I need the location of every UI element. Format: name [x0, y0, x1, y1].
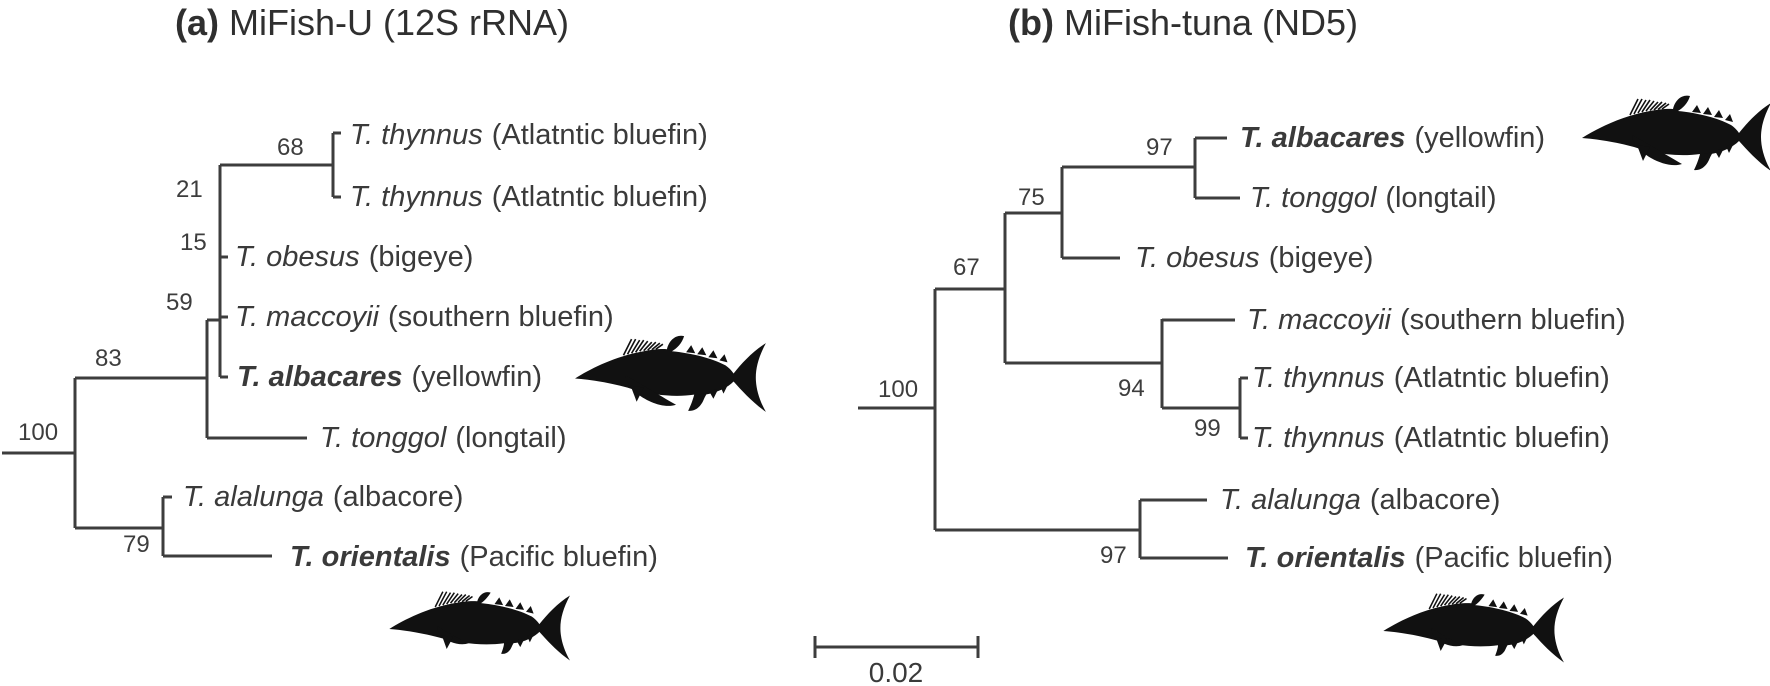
bootstrap-value-b-67: 67 — [953, 254, 980, 281]
bootstrap-value-a-15: 15 — [180, 229, 207, 256]
bootstrap-value-a-21: 21 — [176, 176, 203, 203]
scale-bar — [813, 636, 980, 658]
panel-a-title-text: MiFish-U (12S rRNA) — [229, 2, 570, 43]
bluefin-tuna-silhouette-panel-a — [388, 590, 571, 662]
leaf-label-a-tonggol: T. tonggol(longtail) — [320, 422, 567, 454]
leaf-label-a-thynnus-2: T. thynnus(Atlatntic bluefin) — [350, 181, 708, 213]
bootstrap-value-a-83: 83 — [95, 345, 122, 372]
leaf-label-a-obesus: T. obesus(bigeye) — [235, 241, 474, 273]
leaf-label-a-albacares: T. albacares(yellowfin) — [237, 361, 543, 393]
panel-b-title-text: MiFish-tuna (ND5) — [1063, 2, 1359, 43]
leaf-label-a-alalunga: T. alalunga(albacore) — [183, 481, 464, 513]
leaf-label-b-tonggol: T. tonggol(longtail) — [1250, 182, 1497, 214]
bootstrap-value-b-97-bottom: 97 — [1100, 542, 1127, 569]
leaf-label-a-maccoyii: T. maccoyii(southern bluefin) — [235, 301, 614, 333]
bootstrap-value-b-94: 94 — [1118, 375, 1145, 402]
leaf-label-a-thynnus-1: T. thynnus(Atlatntic bluefin) — [350, 119, 708, 151]
leaf-label-b-orientalis: T. orientalis(Pacific bluefin) — [1245, 542, 1613, 574]
bootstrap-value-b-97-top: 97 — [1146, 134, 1173, 161]
leaf-label-a-orientalis: T. orientalis(Pacific bluefin) — [290, 541, 658, 573]
leaf-label-b-thynnus-2: T. thynnus(Atlatntic bluefin) — [1252, 422, 1610, 454]
bootstrap-value-b-100: 100 — [878, 376, 919, 403]
leaf-label-b-obesus: T. obesus(bigeye) — [1135, 242, 1374, 274]
panel-b-tag: (b) — [1008, 2, 1054, 43]
bluefin-tuna-silhouette-panel-b — [1382, 592, 1565, 664]
tree-a-branches — [2, 131, 341, 558]
yellowfin-tuna-silhouette-panel-b — [1581, 94, 1770, 172]
yellowfin-tuna-silhouette-panel-a — [574, 334, 767, 413]
scale-bar-label: 0.02 — [868, 657, 924, 686]
leaf-label-b-thynnus-1: T. thynnus(Atlatntic bluefin) — [1252, 362, 1610, 394]
bootstrap-value-a-79: 79 — [123, 531, 150, 558]
leaf-label-b-alalunga: T. alalunga(albacore) — [1220, 484, 1501, 516]
bootstrap-value-a-68: 68 — [277, 134, 304, 161]
panel-a-tag: (a) — [175, 2, 219, 43]
tree-b-branches — [858, 136, 1248, 560]
bootstrap-value-b-75: 75 — [1018, 184, 1045, 211]
leaf-label-b-albacares: T. albacares(yellowfin) — [1240, 122, 1546, 154]
bootstrap-value-a-59: 59 — [166, 289, 193, 316]
bootstrap-value-b-99: 99 — [1194, 415, 1221, 442]
leaf-label-b-maccoyii: T. maccoyii(southern bluefin) — [1247, 304, 1626, 336]
bootstrap-value-a-100: 100 — [18, 419, 59, 446]
panel-a-title: (a)MiFish-U (12S rRNA) — [175, 2, 569, 44]
panel-b-title: (b)MiFish-tuna (ND5) — [1008, 2, 1358, 44]
